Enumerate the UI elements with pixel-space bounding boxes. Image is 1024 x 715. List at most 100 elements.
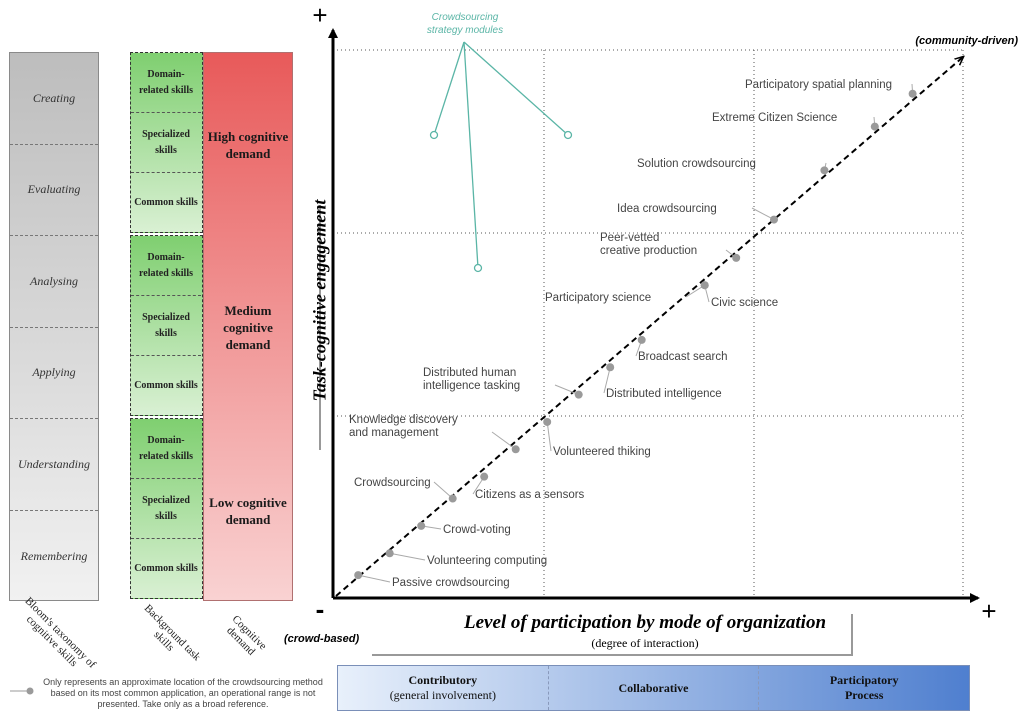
point-marker [606, 363, 615, 372]
point-marker [908, 89, 917, 98]
point-marker [511, 445, 520, 454]
method-point-14: Solution crowdsourcing [637, 158, 829, 175]
point-leader-line [603, 367, 611, 394]
skill-specialized: Specialized skills [131, 479, 201, 539]
point-marker [700, 281, 709, 290]
point-label: Passive crowdsourcing [392, 577, 510, 589]
footnote-text: Only represents an approximate location … [43, 677, 323, 709]
background-skills-column: Domain-related skills Specialized skills… [130, 52, 203, 601]
method-point-6: Volunteered thiking [543, 417, 651, 458]
skill-common: Common skills [134, 380, 198, 391]
method-point-11: Civic science [700, 281, 778, 309]
skill-domain-related: Domain-related skills [131, 53, 201, 113]
point-label: Volunteering computing [427, 555, 547, 567]
method-point-15: Extreme Citizen Science [712, 112, 879, 131]
bloom-level-remembering: Remembering [20, 548, 88, 563]
point-marker [385, 549, 394, 558]
point-label: Volunteered thiking [553, 446, 651, 458]
x-label-bracket [372, 614, 853, 656]
demand-high: High cognitive demand [207, 128, 289, 161]
mode-participatory-process: Participatory Process [759, 666, 969, 710]
modules-label-line2: strategy modules [427, 25, 503, 36]
point-label: Crowd-voting [443, 524, 511, 536]
x-axis-label: Level of participation by mode of organi… [463, 612, 827, 633]
x-plus-sign: + [981, 596, 996, 626]
point-leader-line [751, 207, 775, 221]
point-label: Participatory science [545, 292, 651, 304]
cognitive-demand-column: High cognitive demand Medium cognitive d… [203, 52, 293, 601]
mode-subtitle: (general involvement) [389, 688, 496, 702]
mode-contributory: Contributory (general involvement) [338, 666, 549, 710]
module-marker [563, 130, 573, 140]
point-label: Solution crowdsourcing [637, 158, 756, 170]
method-point-0: Passive crowdsourcing [354, 571, 510, 589]
x-axis-sublabel: (degree of interaction) [591, 636, 699, 650]
strategy-modules-callout: Crowdsourcing strategy modules [427, 12, 573, 273]
modules-label-line1: Crowdsourcing [432, 12, 499, 23]
point-marker [480, 472, 489, 481]
y-plus-sign: + [312, 0, 327, 30]
point-marker [820, 166, 829, 175]
point-marker [417, 521, 426, 530]
skill-domain-related: Domain-related skills [131, 236, 201, 296]
point-marker [637, 335, 646, 344]
bloom-level-applying: Applying [10, 328, 98, 419]
point-leader-line [433, 481, 454, 499]
point-label: Civic science [711, 297, 778, 309]
method-point-8: Distributed intelligence [603, 363, 722, 400]
point-leader-line [491, 431, 516, 450]
x-axis-label-block: Level of participation by mode of organi… [390, 612, 900, 651]
skill-specialized: Specialized skills [131, 296, 201, 356]
method-point-3: Crowdsourcing [354, 477, 457, 503]
mode-title: Participatory Process [829, 673, 899, 702]
point-leader-line [358, 574, 391, 583]
bloom-level-creating: Creating [10, 53, 98, 145]
crowd-based-label: (crowd-based) [284, 633, 360, 645]
footnote-point-icon [26, 687, 34, 695]
skill-group-medium: Domain-related skills Specialized skills… [130, 235, 203, 416]
skill-group-high: Domain-related skills Specialized skills… [130, 52, 203, 233]
module-marker [473, 263, 483, 273]
point-label: Distributed intelligence [606, 388, 722, 400]
mode-title: Contributory [408, 673, 478, 687]
point-leader-line [554, 384, 579, 396]
point-leader-line [389, 552, 426, 561]
method-points: Passive crowdsourcing Volunteering comput… [349, 79, 917, 589]
method-point-13: Idea crowdsourcing [617, 203, 778, 224]
bloom-level-analysing: Analysing [10, 236, 98, 328]
point-marker [354, 571, 363, 580]
point-label: Crowdsourcing [354, 477, 431, 489]
grid-lines [333, 49, 964, 597]
point-label: Idea crowdsourcing [617, 203, 717, 215]
skill-group-low: Domain-related skills Specialized skills… [130, 418, 203, 599]
y-axis-label: Task-cognitive engagement [309, 199, 330, 402]
point-marker [732, 253, 741, 262]
bloom-level-understanding: Understanding [10, 419, 98, 511]
point-label: Participatory spatial planning [745, 79, 892, 91]
method-point-10: Participatory science [545, 281, 709, 304]
method-point-4: Citizens as a sensors [472, 472, 585, 501]
bloom-level-evaluating: Evaluating [10, 145, 98, 236]
point-marker [870, 122, 879, 131]
skill-domain-related: Domain-related skills [131, 419, 201, 479]
mode-title: Collaborative [618, 680, 689, 695]
point-label: Extreme Citizen Science [712, 112, 837, 124]
diagonal-trend-arrow [335, 57, 963, 597]
method-point-1: Volunteering computing [385, 549, 547, 567]
bloom-taxonomy-column: Creating Evaluating Analysing Applying U… [9, 52, 99, 601]
mode-collaborative: Collaborative [549, 666, 760, 710]
organization-mode-bar: Contributory (general involvement) Colla… [337, 665, 970, 711]
point-marker [543, 417, 552, 426]
origin-minus-sign: - [316, 594, 325, 624]
skill-specialized: Specialized skills [131, 113, 201, 173]
point-label: Citizens as a sensors [475, 489, 585, 501]
method-point-2: Crowd-voting [417, 521, 511, 536]
community-driven-label: (community-driven) [915, 35, 1018, 47]
